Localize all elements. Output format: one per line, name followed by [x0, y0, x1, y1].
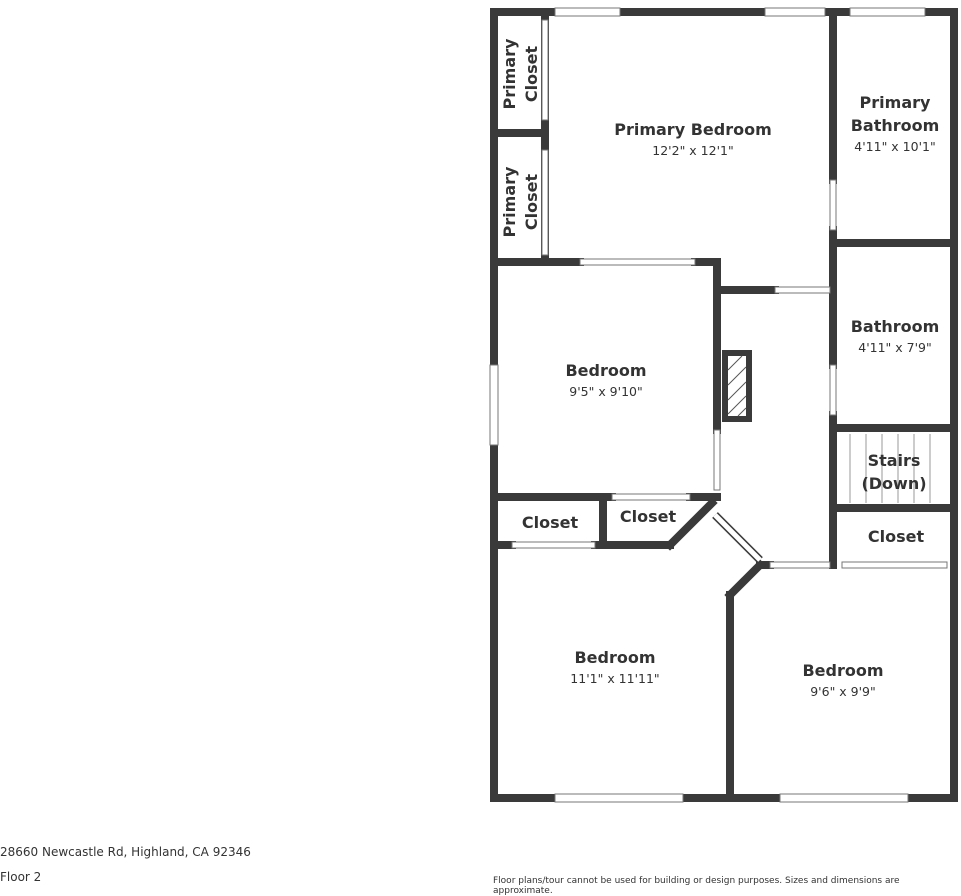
room-labels: Primary Closet Primary Closet Primary Be… [500, 38, 939, 699]
room-primary-bathroom: Primary [860, 93, 931, 112]
address: 28660 Newcastle Rd, Highland, CA 92346 [0, 845, 251, 859]
svg-text:(Down): (Down) [861, 474, 926, 493]
room-closet-middle: Closet [620, 507, 677, 526]
svg-text:11'1" x 11'11": 11'1" x 11'11" [570, 671, 659, 686]
svg-text:9'6" x 9'9": 9'6" x 9'9" [810, 684, 876, 699]
svg-text:Bathroom: Bathroom [851, 116, 940, 135]
room-bedroom-bottom-right: Bedroom [802, 661, 883, 680]
room-primary-bedroom: Primary Bedroom [614, 120, 772, 139]
svg-text:4'11" x 7'9": 4'11" x 7'9" [858, 340, 931, 355]
svg-text:9'5" x 9'10": 9'5" x 9'10" [569, 384, 642, 399]
room-closet-left: Closet [522, 513, 579, 532]
floor-label: Floor 2 [0, 870, 42, 884]
room-primary-closet-1: Primary [500, 38, 519, 109]
stairs [849, 434, 931, 503]
room-bedroom-bottom-left: Bedroom [574, 648, 655, 667]
svg-text:12'2" x 12'1": 12'2" x 12'1" [652, 143, 733, 158]
room-closet-right: Closet [868, 527, 925, 546]
disclaimer: Floor plans/tour cannot be used for buil… [493, 876, 900, 896]
room-primary-closet-2: Primary [500, 166, 519, 237]
room-stairs: Stairs [868, 451, 921, 470]
svg-text:Closet: Closet [522, 46, 541, 103]
svg-text:Closet: Closet [522, 174, 541, 231]
room-bathroom: Bathroom [851, 317, 940, 336]
room-bedroom-middle: Bedroom [565, 361, 646, 380]
svg-text:4'11" x 10'1": 4'11" x 10'1" [854, 139, 935, 154]
walls [490, 8, 958, 802]
windows-doors [489, 7, 948, 803]
